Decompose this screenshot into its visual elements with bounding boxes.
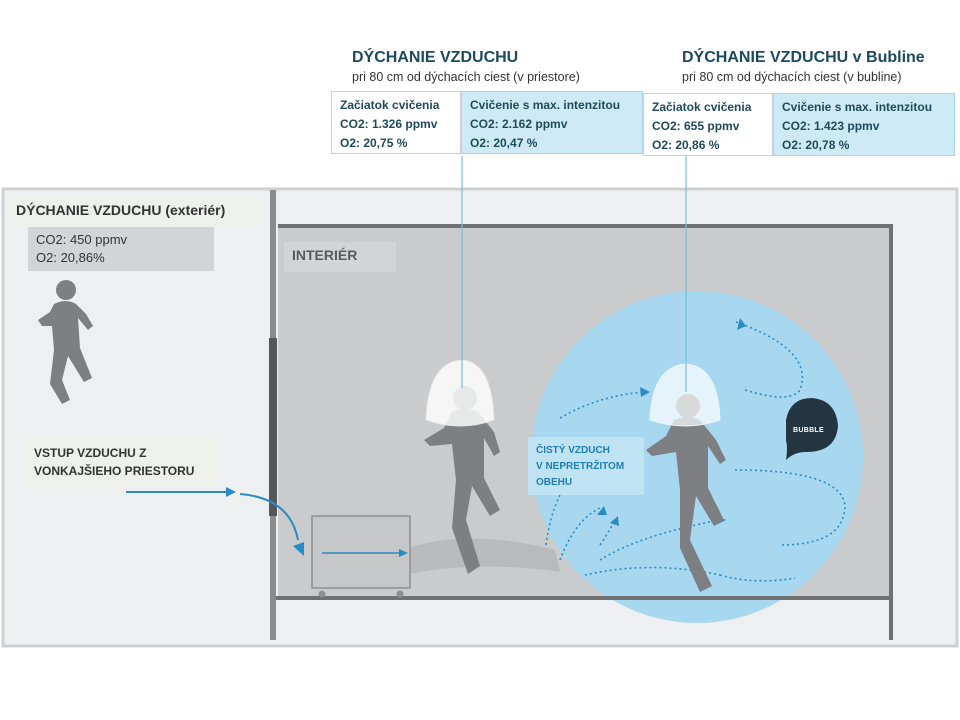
room-start-box: Začiatok cvičenia CO2: 1.326 ppmv O2: 20… [331, 91, 461, 154]
breath-cloud-bubble [649, 363, 721, 427]
bubble-start-box: Začiatok cvičenia CO2: 655 ppmv O2: 20,8… [643, 93, 773, 156]
exterior-o2: O2: 20,86% [36, 250, 105, 265]
air-purifier-unit [311, 515, 411, 589]
room-max-o2: O2: 20,47 % [470, 136, 538, 150]
exterior-values: CO2: 450 ppmv O2: 20,86% [28, 227, 214, 271]
interior-label: INTERIÉR [284, 242, 396, 272]
room-max-title: Cvičenie s max. intenzitou [470, 98, 621, 112]
air-inlet-line1: VSTUP VZDUCHU Z [34, 446, 147, 460]
clean-air-label: ČISTÝ VZDUCH V NEPRETRŽITOM OBEHU [528, 437, 644, 495]
room-start-o2: O2: 20,75 % [340, 136, 408, 150]
room-max-co2: CO2: 2.162 ppmv [470, 117, 568, 131]
clean-air-line2: V NEPRETRŽITOM [536, 461, 625, 472]
bubble-max-title: Cvičenie s max. intenzitou [782, 100, 933, 114]
exterior-title: DÝCHANIE VZDUCHU (exteriér) [8, 198, 260, 226]
breath-cloud-room [425, 359, 495, 427]
bubble-max-co2: CO2: 1.423 ppmv [782, 119, 880, 133]
room-start-co2: CO2: 1.326 ppmv [340, 117, 438, 131]
room-start-title: Začiatok cvičenia [340, 98, 440, 112]
bubble-start-co2: CO2: 655 ppmv [652, 119, 740, 133]
exterior-co2: CO2: 450 ppmv [36, 232, 128, 247]
runner-exterior [38, 280, 93, 404]
wall-vent [269, 338, 277, 516]
heading-bubble-subtitle: pri 80 cm od dýchacích ciest (v bubline) [682, 70, 902, 84]
bubble-max-o2: O2: 20,78 % [782, 138, 850, 152]
air-inlet-label: VSTUP VZDUCHU Z VONKAJŠIEHO PRIESTORU [26, 438, 220, 488]
clean-air-line3: OBEHU [536, 477, 573, 488]
heading-room-subtitle: pri 80 cm od dýchacích ciest (v priestor… [352, 70, 580, 84]
bubble-logo [786, 398, 838, 460]
heading-room-title: DÝCHANIE VZDUCHU [352, 49, 519, 66]
clean-air-line1: ČISTÝ VZDUCH [536, 445, 610, 456]
bubble-logo-text: BUBBLE [793, 427, 824, 434]
bubble-start-title: Začiatok cvičenia [652, 100, 752, 114]
air-inlet-line2: VONKAJŠIEHO PRIESTORU [34, 464, 195, 478]
air-hose [408, 538, 560, 574]
bubble-start-o2: O2: 20,86 % [652, 138, 720, 152]
room-max-box: Cvičenie s max. intenzitou CO2: 2.162 pp… [461, 91, 643, 154]
bubble-max-box: Cvičenie s max. intenzitou CO2: 1.423 pp… [773, 93, 955, 156]
heading-bubble-title: DÝCHANIE VZDUCHU v Bubline [682, 49, 925, 66]
